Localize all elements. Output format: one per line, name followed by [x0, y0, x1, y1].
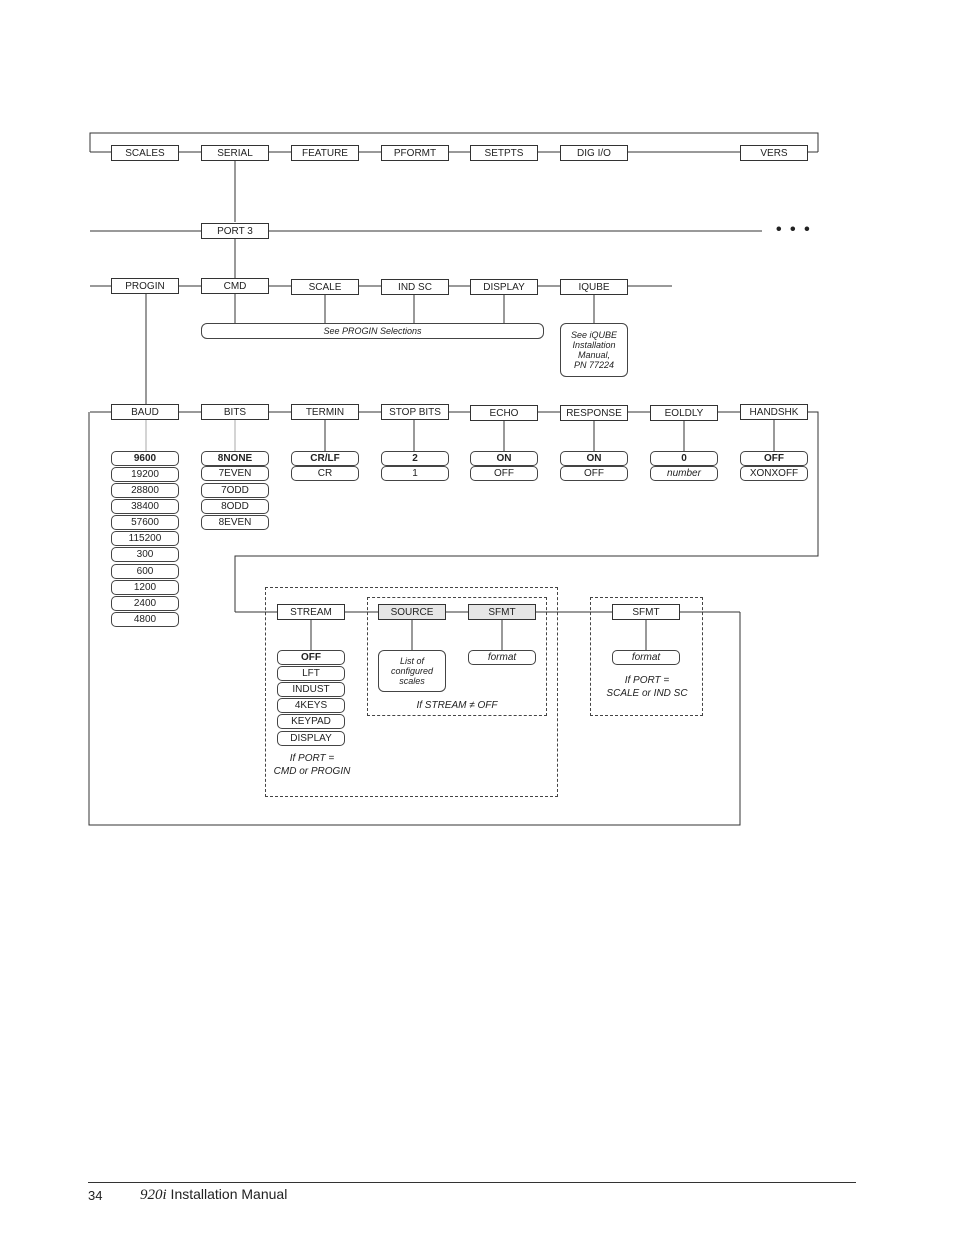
response-option[interactable]: ON — [560, 451, 628, 466]
menu-iqube[interactable]: IQUBE — [560, 279, 628, 295]
menu-feature[interactable]: FEATURE — [291, 145, 359, 161]
menu-bits[interactable]: BITS — [201, 404, 269, 420]
stream-option[interactable]: 4KEYS — [277, 698, 345, 713]
manual-title: 920i Installation Manual — [140, 1186, 287, 1204]
stream-option[interactable]: LFT — [277, 666, 345, 681]
menu-port-3[interactable]: PORT 3 — [201, 223, 269, 239]
menu-scale[interactable]: SCALE — [291, 279, 359, 295]
progin-selections-note: See PROGIN Selections — [201, 323, 544, 339]
menu-echo[interactable]: ECHO — [470, 405, 538, 421]
menu-display[interactable]: DISPLAY — [470, 279, 538, 295]
menu-scales[interactable]: SCALES — [111, 145, 179, 161]
baud-option[interactable]: 115200 — [111, 531, 179, 546]
stream-not-off-region — [367, 597, 547, 716]
handshk-option[interactable]: OFF — [740, 451, 808, 466]
manual-model: 920i — [140, 1187, 167, 1203]
menu-termin[interactable]: TERMIN — [291, 404, 359, 420]
caption-port-cmd-progin: If PORT = CMD or PROGIN — [273, 753, 351, 777]
bits-option[interactable]: 7ODD — [201, 483, 269, 498]
menu-setpts[interactable]: SETPTS — [470, 145, 538, 161]
bits-option[interactable]: 8ODD — [201, 499, 269, 514]
menu-vers[interactable]: VERS — [740, 145, 808, 161]
menu-pformt[interactable]: PFORMT — [381, 145, 449, 161]
menu-sfmt-scale[interactable]: SFMT — [612, 604, 680, 620]
baud-option[interactable]: 300 — [111, 547, 179, 562]
menu-response[interactable]: RESPONSE — [560, 405, 628, 421]
baud-option[interactable]: 57600 — [111, 515, 179, 530]
response-option[interactable]: OFF — [560, 466, 628, 481]
source-scales-note: List of configured scales — [378, 650, 446, 692]
stop-bits-option[interactable]: 1 — [381, 466, 449, 481]
stop-bits-option[interactable]: 2 — [381, 451, 449, 466]
baud-option[interactable]: 38400 — [111, 499, 179, 514]
page-number: 34 — [88, 1188, 103, 1203]
menu-stop-bits[interactable]: STOP BITS — [381, 404, 449, 420]
menu-handshk[interactable]: HANDSHK — [740, 404, 808, 420]
iqube-manual-note: See iQUBE Installation Manual, PN 77224 — [560, 323, 628, 377]
echo-option[interactable]: OFF — [470, 466, 538, 481]
stream-option[interactable]: INDUST — [277, 682, 345, 697]
caption-stream-not-off: If STREAM ≠ OFF — [416, 700, 498, 711]
port-cmd-progin-region — [265, 587, 558, 797]
menu-sfmt[interactable]: SFMT — [468, 604, 536, 620]
menu-dig-io[interactable]: DIG I/O — [560, 145, 628, 161]
footer-rule — [88, 1182, 856, 1183]
termin-option[interactable]: CR/LF — [291, 451, 359, 466]
baud-option[interactable]: 9600 — [111, 451, 179, 466]
caption-port-scale-indsc: If PORT = SCALE or IND SC — [606, 675, 688, 699]
menu-eoldly[interactable]: EOLDLY — [650, 405, 718, 421]
menu-source[interactable]: SOURCE — [378, 604, 446, 620]
stream-option[interactable]: DISPLAY — [277, 731, 345, 746]
menu-baud[interactable]: BAUD — [111, 404, 179, 420]
baud-option[interactable]: 2400 — [111, 596, 179, 611]
bits-option[interactable]: 7EVEN — [201, 466, 269, 481]
stream-option[interactable]: KEYPAD — [277, 714, 345, 729]
port-scale-region — [590, 597, 703, 716]
baud-option[interactable]: 4800 — [111, 612, 179, 627]
menu-serial[interactable]: SERIAL — [201, 145, 269, 161]
bits-option[interactable]: 8EVEN — [201, 515, 269, 530]
baud-option[interactable]: 28800 — [111, 483, 179, 498]
eoldly-option[interactable]: 0 — [650, 451, 718, 466]
echo-option[interactable]: ON — [470, 451, 538, 466]
baud-option[interactable]: 19200 — [111, 467, 179, 482]
manual-title-text: Installation Manual — [166, 1186, 288, 1202]
stream-option[interactable]: OFF — [277, 650, 345, 665]
bits-option[interactable]: 8NONE — [201, 451, 269, 466]
termin-option[interactable]: CR — [291, 466, 359, 481]
menu-progin[interactable]: PROGIN — [111, 278, 179, 294]
menu-cmd[interactable]: CMD — [201, 278, 269, 294]
handshk-option[interactable]: XONXOFF — [740, 466, 808, 481]
eoldly-option[interactable]: number — [650, 466, 718, 481]
baud-option[interactable]: 1200 — [111, 580, 179, 595]
menu-stream[interactable]: STREAM — [277, 604, 345, 620]
more-ports-ellipsis: • • • — [776, 221, 812, 238]
baud-option[interactable]: 600 — [111, 564, 179, 579]
sfmt-scale-format-note: format — [612, 650, 680, 665]
menu-ind-sc[interactable]: IND SC — [381, 279, 449, 295]
sfmt-format-note: format — [468, 650, 536, 665]
